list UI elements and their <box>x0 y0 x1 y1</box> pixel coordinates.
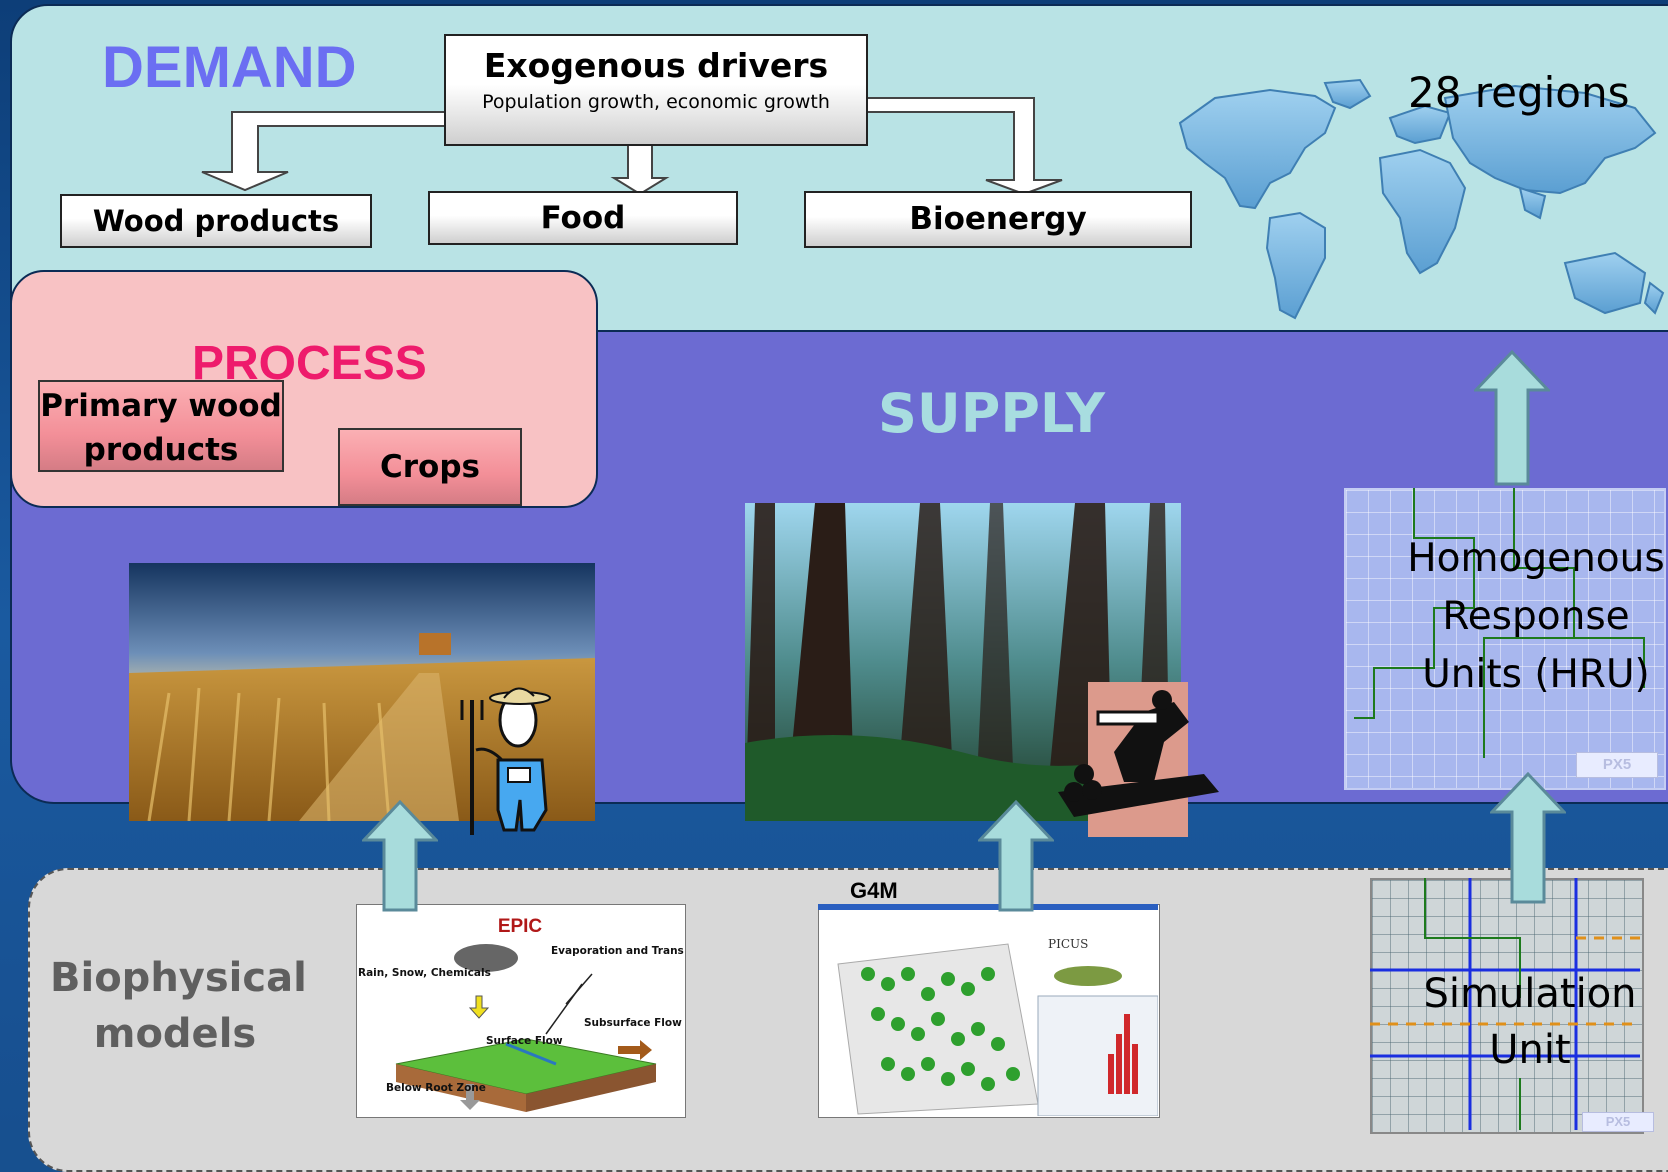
simulation-unit-grid <box>1370 878 1644 1134</box>
hru-boundary-lines <box>1354 488 1645 758</box>
arrow-g4m-to-forest <box>978 800 1054 912</box>
farmer-icon <box>460 687 551 835</box>
epic-evap-label: Evaporation and Transpiration <box>551 945 684 957</box>
world-map-icon <box>1178 78 1665 320</box>
primary-wood-products-box: Primary wood products <box>38 380 284 472</box>
arrow-simunit-to-hru <box>1490 772 1566 904</box>
epic-title: EPIC <box>498 916 543 937</box>
wheat-field-image <box>129 563 595 821</box>
bioenergy-box: Bioenergy <box>804 191 1192 248</box>
food-box: Food <box>428 191 738 245</box>
epic-diagram-drawing: EPIC Rain, Snow, Chemicals Evaporation a… <box>358 916 684 1112</box>
process-title: PROCESS <box>192 337 427 390</box>
simulation-unit-badge: PX5 <box>1582 1112 1654 1132</box>
biophysical-title: Biophysical models <box>50 955 307 1057</box>
lumberjack-icon <box>1058 682 1219 837</box>
demand-connectors <box>201 97 1063 196</box>
epic-rain-label: Rain, Snow, Chemicals <box>358 967 491 979</box>
hru-label: Homogenous Response Units (HRU) <box>1407 536 1665 697</box>
simulation-unit-lines <box>1370 878 1640 1130</box>
wood-products-box: Wood products <box>60 194 372 248</box>
epic-subsurface-label: Subsurface Flow <box>584 1017 682 1029</box>
epic-root-label: Below Root Zone <box>386 1082 486 1094</box>
simulation-unit-label: Simulation Unit <box>1423 971 1637 1073</box>
exogenous-drivers-title: Exogenous drivers <box>483 46 829 85</box>
g4m-label: G4M <box>850 878 898 903</box>
regions-label: 28 regions <box>1408 68 1630 117</box>
arrow-epic-to-crops <box>362 800 438 912</box>
epic-surface-label: Surface Flow <box>486 1035 563 1047</box>
demand-title: DEMAND <box>102 35 357 100</box>
exogenous-drivers-box: Exogenous drivers Population growth, eco… <box>444 34 868 146</box>
arrow-hru-to-regions <box>1474 350 1550 486</box>
supply-title: SUPPLY <box>878 382 1105 445</box>
picus-label: PICUS <box>1048 937 1088 951</box>
crops-box: Crops <box>338 428 522 506</box>
hru-badge: PX5 <box>1576 752 1658 778</box>
exogenous-drivers-subtitle: Population growth, economic growth <box>482 91 830 113</box>
g4m-screenshot-drawing: PICUS <box>818 904 1158 1116</box>
